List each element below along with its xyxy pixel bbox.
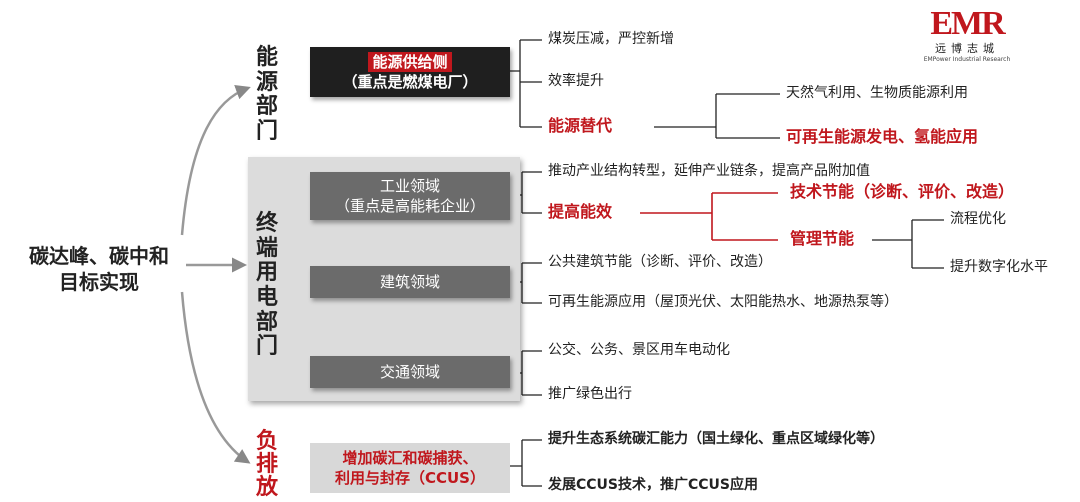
supply-item-substitute: 能源替代 [548, 116, 613, 135]
supply-item-coal: 煤炭压减，严控新增 [548, 31, 674, 47]
root-goal: 碳达峰、碳中和 目标实现 [10, 243, 188, 295]
root-line1: 碳达峰、碳中和 [29, 244, 169, 268]
supply-item-efficiency: 效率提升 [548, 73, 604, 89]
supply-side-box: 能源供给侧 （重点是燃煤电厂） [310, 47, 510, 97]
industry-item-raise-efficiency: 提高能效 [548, 202, 613, 221]
supply-box-subtitle: （重点是燃煤电厂） [342, 73, 478, 91]
section-terminal-label: 终 端 用 电 部 门 [255, 211, 278, 360]
building-box: 建筑领域 [310, 266, 510, 298]
mgmt-process-optimization: 流程优化 [950, 211, 1006, 227]
root-arrow-energy [180, 85, 251, 236]
substitute-renewable-h2: 可再生能源发电、氢能应用 [786, 127, 979, 146]
logo-mark: EMR [930, 5, 1005, 42]
building-box-label: 建筑领域 [379, 272, 440, 291]
supply-box-title: 能源供给侧 [368, 51, 452, 72]
mgmt-digital-level: 提升数字化水平 [950, 259, 1048, 275]
industry-box-subtitle: （重点是高能耗企业） [334, 197, 485, 215]
sink-item-eco: 提升生态系统碳汇能力（国土绿化、重点区域绿化等） [548, 431, 884, 447]
root-arrow-negative [180, 291, 251, 464]
industry-tech-saving: 技术节能（诊断、评价、改造） [790, 182, 1015, 201]
carbon-sink-box: 增加碳汇和碳捕获、 利用与封存（CCUS） [310, 443, 510, 493]
sink-box-line2: 利用与封存（CCUS） [334, 469, 485, 487]
root-line2: 目标实现 [59, 270, 139, 294]
industry-box-title: 工业领域 [379, 176, 440, 195]
transport-item-ev: 公交、公务、景区用车电动化 [548, 342, 730, 358]
section-energy-label: 能 源 部 门 [255, 45, 278, 144]
logo-name-en: EMPower Industrial Research [923, 56, 1011, 63]
transport-item-green: 推广绿色出行 [548, 386, 632, 402]
building-item-public: 公共建筑节能（诊断、评价、改造） [548, 254, 772, 270]
industry-box: 工业领域 （重点是高能耗企业） [310, 172, 510, 220]
industry-mgmt-saving: 管理节能 [790, 229, 855, 248]
sink-item-ccus: 发展CCUS技术，推广CCUS应用 [548, 477, 758, 493]
building-item-renewable: 可再生能源应用（屋顶光伏、太阳能热水、地源热泵等） [548, 294, 898, 310]
logo-name-cn: 远博志城 [935, 42, 999, 55]
substitute-gas-bio: 天然气利用、生物质能源利用 [786, 85, 968, 101]
industry-item-structure: 推动产业结构转型，延伸产业链条，提高产品附加值 [548, 163, 870, 179]
transport-box-label: 交通领域 [379, 362, 440, 381]
section-negative-label: 负 排 放 [255, 429, 278, 501]
transport-box: 交通领域 [310, 356, 510, 388]
brand-logo: EMR 远博志城 EMPower Industrial Research [912, 6, 1022, 68]
sink-box-line1: 增加碳汇和碳捕获、 [342, 448, 478, 467]
